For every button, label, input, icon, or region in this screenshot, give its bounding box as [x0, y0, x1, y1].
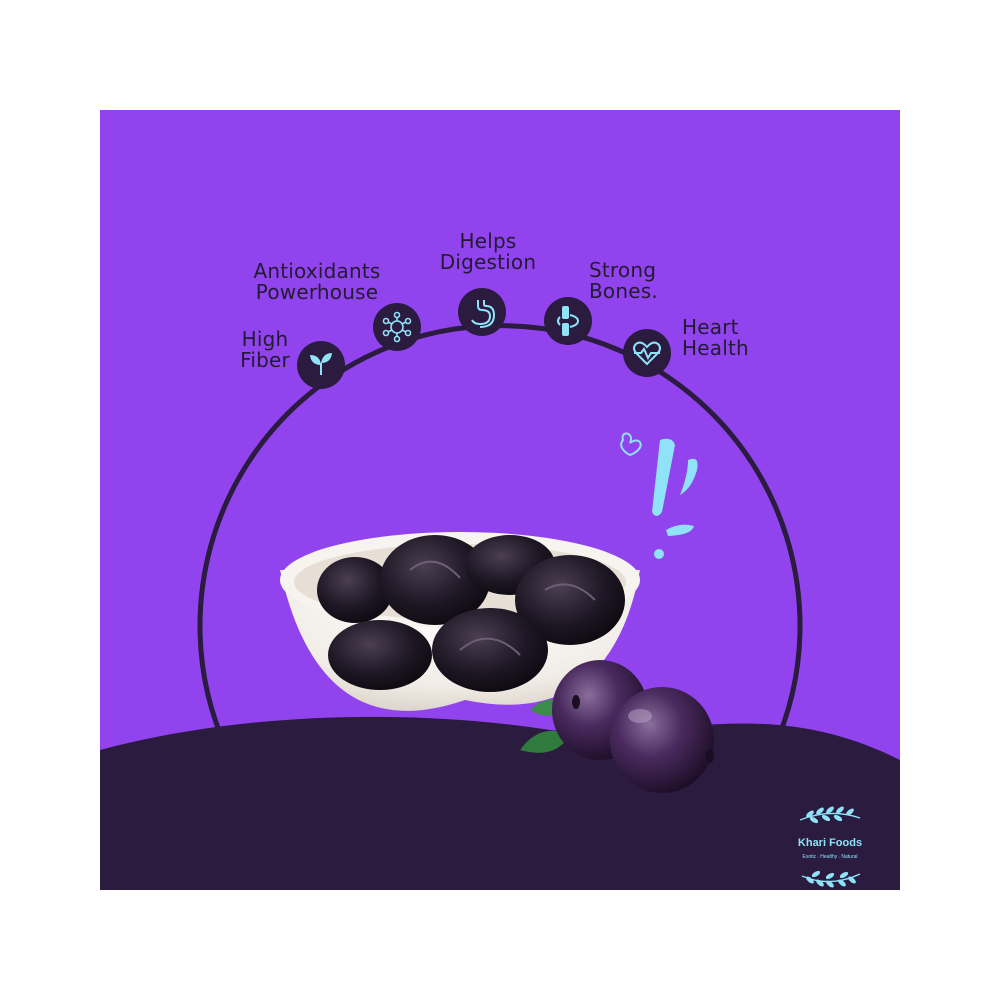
molecule-icon — [373, 303, 421, 351]
knee-bone-icon — [544, 297, 592, 345]
prune-bowl — [280, 532, 640, 711]
benefit-label-antioxidants: Antioxidants Powerhouse — [250, 261, 384, 303]
benefit-line: Health — [682, 336, 749, 360]
benefit-label-high-fiber: High Fiber — [236, 329, 294, 371]
benefit-label-digestion: Helps Digestion — [438, 231, 538, 273]
benefit-line: High — [241, 327, 289, 351]
benefit-line: Digestion — [439, 250, 537, 274]
olive-branch-icon — [799, 806, 861, 888]
brand-name: Khari Foods — [797, 837, 863, 849]
benefit-line: Helps — [459, 229, 517, 253]
brand-tagline: Exotic . Healthy . Natural — [802, 854, 858, 860]
heart-pulse-icon — [623, 329, 671, 377]
brand-logo: Khari Foods Exotic . Healthy . Natural — [790, 800, 870, 890]
benefit-label-bones: Strong Bones. — [589, 260, 669, 302]
doodle-decoration — [620, 432, 698, 559]
dark-wave — [100, 716, 900, 890]
fresh-plums — [552, 660, 714, 793]
benefit-line: Antioxidants — [253, 259, 381, 283]
benefit-line: Heart — [682, 315, 739, 339]
benefit-line: Strong — [589, 258, 657, 282]
leaf-sprout-icon — [297, 341, 345, 389]
promo-card: High Fiber Antioxidants Powerhouse Helps… — [100, 110, 900, 890]
stomach-icon — [458, 288, 506, 336]
benefit-label-heart: Heart Health — [682, 317, 762, 359]
benefit-line: Bones. — [589, 279, 658, 303]
background-art — [100, 323, 900, 890]
benefit-line: Fiber — [240, 348, 290, 372]
benefit-line: Powerhouse — [255, 280, 379, 304]
leaf — [520, 730, 570, 753]
